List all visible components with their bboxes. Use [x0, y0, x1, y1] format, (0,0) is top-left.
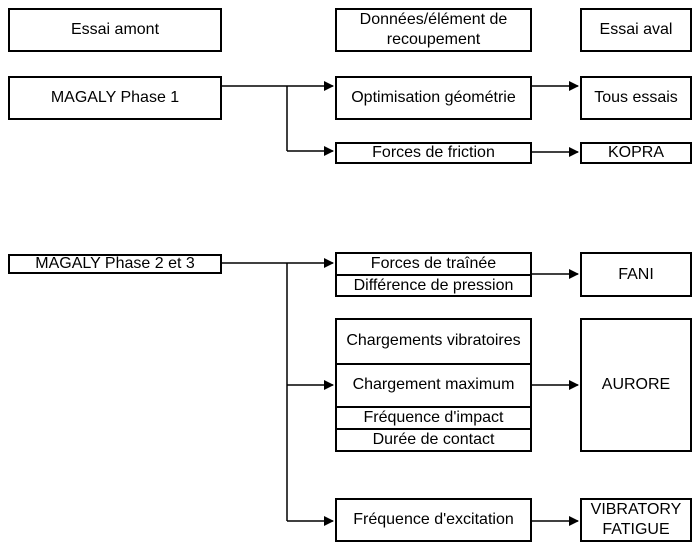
data-frequence-excitation: Fréquence d'excitation — [335, 498, 532, 542]
data-stack-aurore: Chargements vibratoires Chargement maxim… — [335, 318, 532, 452]
header-essai-amont: Essai amont — [8, 8, 222, 52]
data-chargement-maximum: Chargement maximum — [337, 362, 530, 406]
source-magaly-phase-2-3: MAGALY Phase 2 et 3 — [8, 254, 222, 274]
source-magaly-phase-1: MAGALY Phase 1 — [8, 76, 222, 120]
data-forces-trainee: Forces de traînée — [370, 255, 497, 272]
target-vibratory-fatigue: VIBRATORY FATIGUE — [580, 498, 692, 542]
data-optimisation-geometrie: Optimisation géométrie — [335, 76, 532, 120]
data-duree-contact: Durée de contact — [337, 428, 530, 450]
data-forces-friction: Forces de friction — [335, 142, 532, 164]
target-aurore: AURORE — [580, 318, 692, 452]
target-fani: FANI — [580, 252, 692, 297]
header-essai-aval: Essai aval — [580, 8, 692, 52]
header-donnees-recoupement: Données/élément de recoupement — [335, 8, 532, 52]
data-chargements-vibratoires: Chargements vibratoires — [346, 332, 521, 350]
data-frequence-impact: Fréquence d'impact — [337, 406, 530, 428]
data-difference-pression: Différence de pression — [337, 274, 530, 296]
target-tous-essais: Tous essais — [580, 76, 692, 120]
target-kopra: KOPRA — [580, 142, 692, 164]
data-stack-fani: Forces de traînée Différence de pression — [335, 252, 532, 297]
